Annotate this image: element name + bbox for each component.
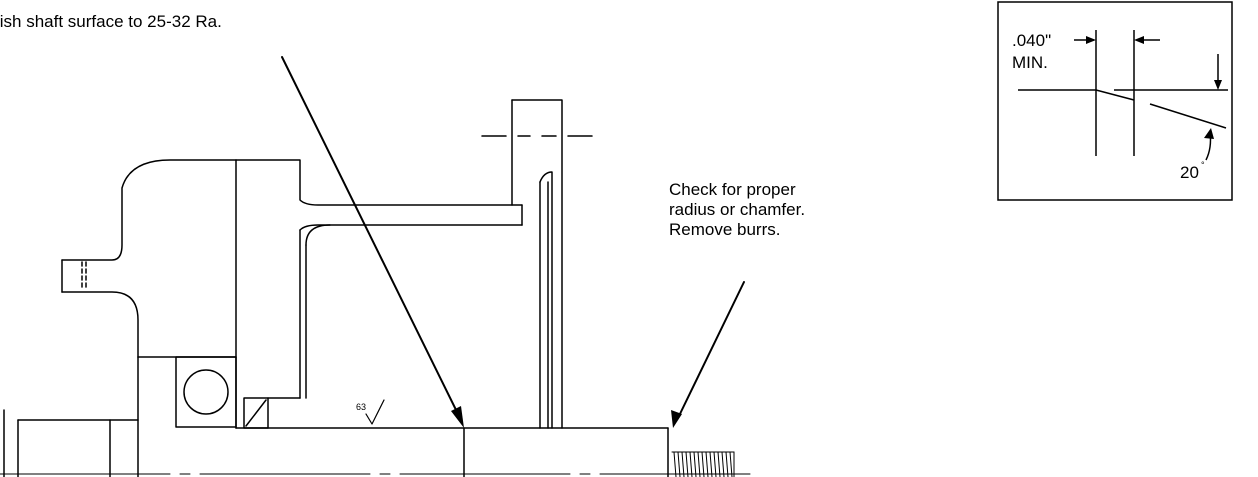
check-arrowhead [671, 410, 682, 428]
detail-arrow-angle [1204, 128, 1214, 139]
detail-length-qualifier: MIN. [1012, 53, 1048, 72]
check-leader [677, 281, 745, 419]
oil-passage [81, 261, 87, 291]
detail-angle-value: 20 [1180, 163, 1199, 182]
surface-finish-symbol [365, 399, 385, 425]
detail-arrow-left [1086, 36, 1096, 44]
housing-outline [61, 159, 237, 429]
chamfer-detail: .040" MIN. 20 ° [997, 1, 1233, 201]
polish-arrowhead [451, 406, 464, 428]
polish-leader [281, 56, 461, 419]
shaft-step [3, 356, 139, 477]
detail-length-value: .040" [1012, 31, 1051, 50]
pulley-hub [235, 99, 563, 429]
check-note-line-1: Check for proper [669, 180, 796, 199]
check-note: Check for proper radius or chamfer. Remo… [669, 180, 805, 240]
check-note-line-2: radius or chamfer. [669, 200, 806, 219]
seal [243, 397, 269, 429]
finish-value: 63 [356, 402, 366, 412]
detail-angle-unit: ° [1201, 160, 1205, 170]
detail-arrow-down [1214, 80, 1222, 90]
main-shaft [235, 427, 669, 477]
check-note-line-3: Remove burrs. [669, 220, 781, 239]
threaded-end [671, 451, 735, 477]
polish-note: lish shaft surface to 25-32 Ra. [0, 12, 222, 31]
detail-arrow-right [1134, 36, 1144, 44]
bearing [175, 356, 237, 428]
